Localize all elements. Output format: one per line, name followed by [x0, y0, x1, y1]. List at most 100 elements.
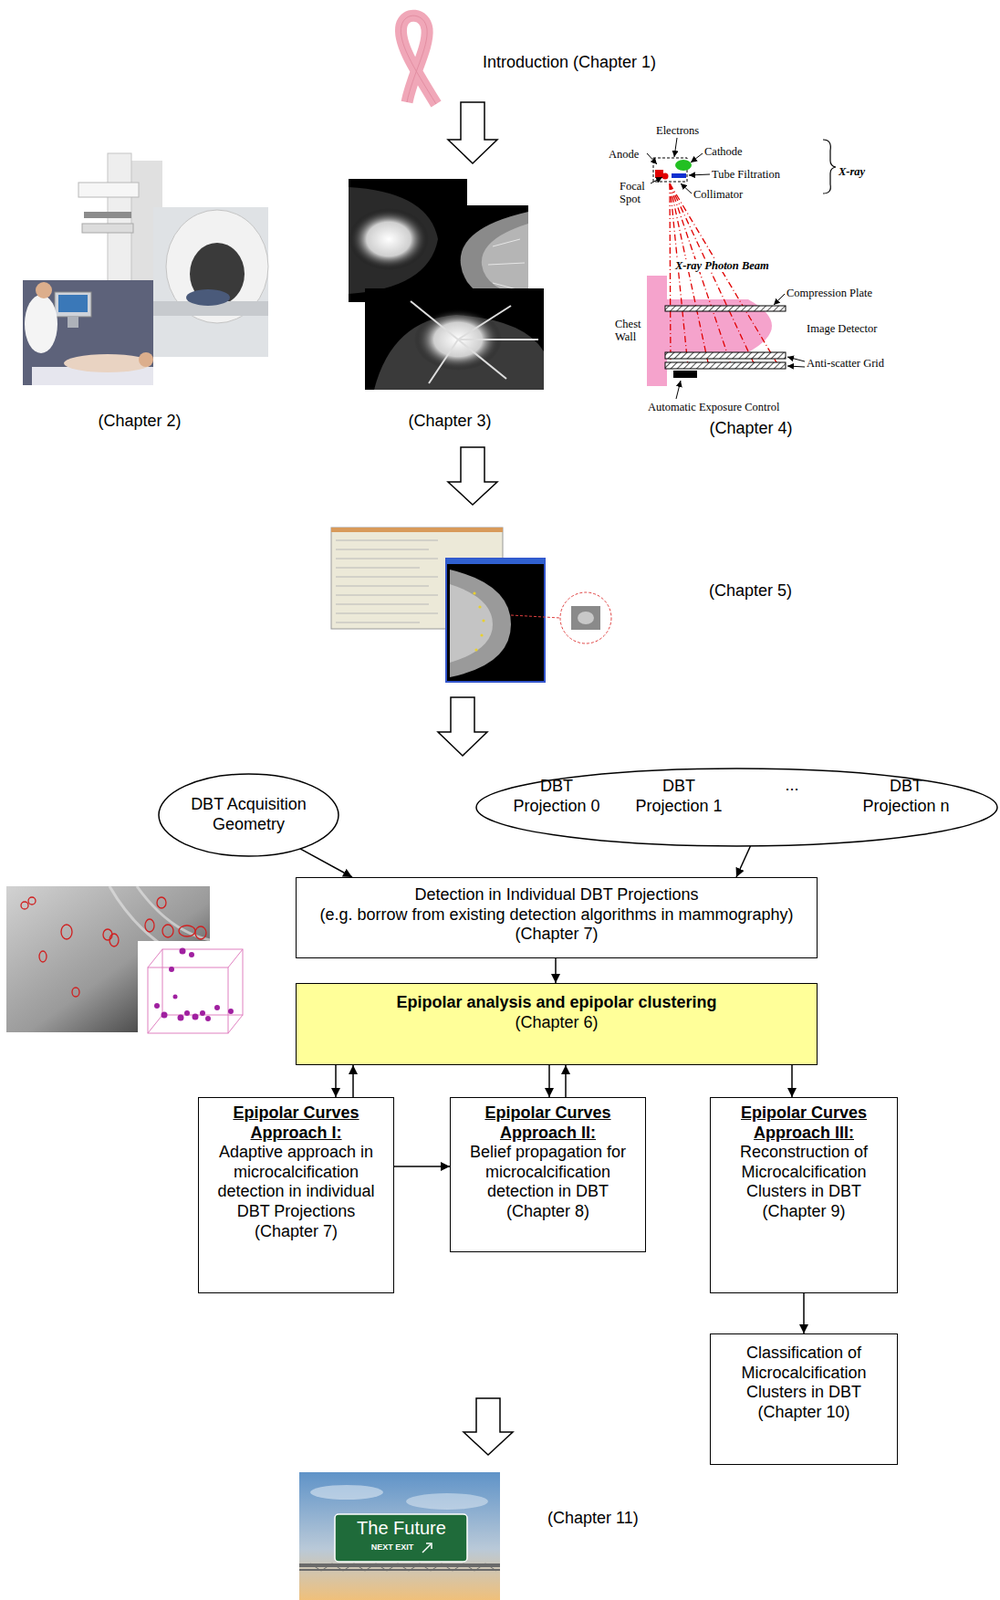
flow-connector [554, 958, 557, 983]
node-text: DBT Acquisition Geometry [170, 794, 328, 834]
chapter-label: (Chapter 5) [708, 581, 792, 601]
software-screenshot [335, 576, 438, 578]
imaging-photos [35, 281, 53, 299]
software-screenshot [479, 633, 483, 636]
flow-connector [352, 1064, 355, 1097]
future-picture [299, 1471, 500, 1600]
xray-schematic [675, 159, 692, 171]
software-screenshot [335, 622, 420, 624]
future-picture [299, 1471, 500, 1600]
ellipse-outline [158, 773, 339, 856]
part-label: Tube Filtration [711, 167, 781, 181]
node-text: Detection in Individual DBT Projections [305, 885, 808, 906]
flow-arrow [447, 102, 498, 164]
flow-connector [802, 1292, 805, 1334]
node-text: (Chapter 7) [305, 924, 808, 945]
detection-illustration [228, 948, 243, 968]
mammogram-images [364, 288, 544, 390]
xray-schematic [822, 139, 836, 194]
xray-schematic [773, 293, 785, 305]
imaging-photos [67, 316, 79, 328]
software-screenshot [472, 591, 476, 594]
part-label: Electrons [656, 124, 699, 137]
xray-schematic [676, 380, 681, 399]
software-screenshot [446, 558, 545, 564]
software-screenshot [449, 569, 511, 678]
imaging-photos [22, 153, 269, 386]
detection-illustration [6, 885, 250, 1044]
xray-schematic [671, 173, 687, 178]
chapter-label: (Chapter 11) [547, 1508, 639, 1528]
xray-schematic [646, 137, 805, 399]
software-screenshot [571, 605, 601, 630]
node-text: Adaptive approach in microcalcification … [209, 1142, 383, 1221]
imaging-photos [58, 294, 88, 313]
detection-illustration [147, 1014, 163, 1033]
pink-ribbon [400, 15, 437, 105]
software-screenshot [335, 567, 420, 569]
mammogram-images [348, 187, 438, 294]
detection-illustration [188, 951, 195, 958]
detection-illustration [205, 1015, 211, 1021]
part-label: Anode [608, 147, 639, 161]
software-screenshot [335, 613, 438, 615]
imaging-photos [153, 207, 269, 357]
flow-arrow [447, 447, 498, 505]
xray-schematic [665, 352, 786, 359]
xray-schematic [669, 183, 709, 367]
detection-illustration [173, 994, 178, 1000]
xray-schematic [673, 370, 698, 378]
detection-illustration [179, 947, 187, 955]
imaging-photos [138, 352, 154, 367]
process-box: Epipolar Curves Approach III:Reconstruct… [709, 1096, 898, 1293]
mammogram-images [348, 208, 429, 271]
xray-schematic [787, 365, 805, 367]
detection-illustration [20, 901, 29, 909]
flow-connector [791, 1064, 793, 1097]
imaging-photos [63, 354, 152, 373]
part-label: Image Detector [806, 322, 877, 335]
detection-illustration [109, 933, 119, 947]
flow-connector [736, 845, 750, 877]
software-screenshot [510, 614, 561, 618]
software-screenshot [331, 527, 612, 682]
detection-illustration [184, 1010, 190, 1016]
xray-schematic [669, 183, 780, 367]
flow-connector [334, 1064, 337, 1097]
software-screenshot [335, 549, 429, 551]
heading-text: Epipolar analysis and epipolar clusterin… [305, 992, 808, 1013]
xray-schematic [674, 137, 678, 157]
xray-schematic [680, 183, 692, 194]
detection-illustration [192, 1013, 199, 1021]
xray-schematic [669, 183, 732, 367]
xray-schematic [665, 362, 786, 369]
detection-illustration [199, 1010, 206, 1016]
detection-illustration [162, 924, 174, 938]
software-screenshot [449, 583, 493, 663]
imaging-photos [186, 289, 230, 306]
ellipse-outline [476, 768, 998, 846]
detection-illustration [156, 896, 167, 908]
detection-illustration [214, 1004, 220, 1011]
detection-illustration [154, 1002, 160, 1009]
chapter-label: The Future [356, 1517, 447, 1539]
heading-text: Epipolar Curves Approach I: [209, 1103, 383, 1143]
imaging-photos [82, 223, 134, 233]
xray-schematic [690, 153, 703, 163]
xray-schematic [669, 183, 756, 367]
node-text: (Chapter 7) [209, 1221, 383, 1242]
node-text: DBT Projection 1 [627, 776, 730, 816]
flow-connector [394, 1165, 450, 1167]
part-label: Chest Wall [614, 317, 646, 344]
detection-illustration [162, 948, 243, 1015]
node-text: (Chapter 10) [721, 1402, 886, 1423]
future-picture [334, 1513, 468, 1562]
detection-illustration [39, 950, 47, 962]
detection-illustration [228, 1014, 243, 1033]
xray-schematic [787, 356, 805, 362]
part-label: Compression Plate [786, 286, 873, 300]
detection-illustration [72, 987, 80, 997]
imaging-photos [83, 211, 132, 219]
future-picture [426, 1542, 432, 1549]
